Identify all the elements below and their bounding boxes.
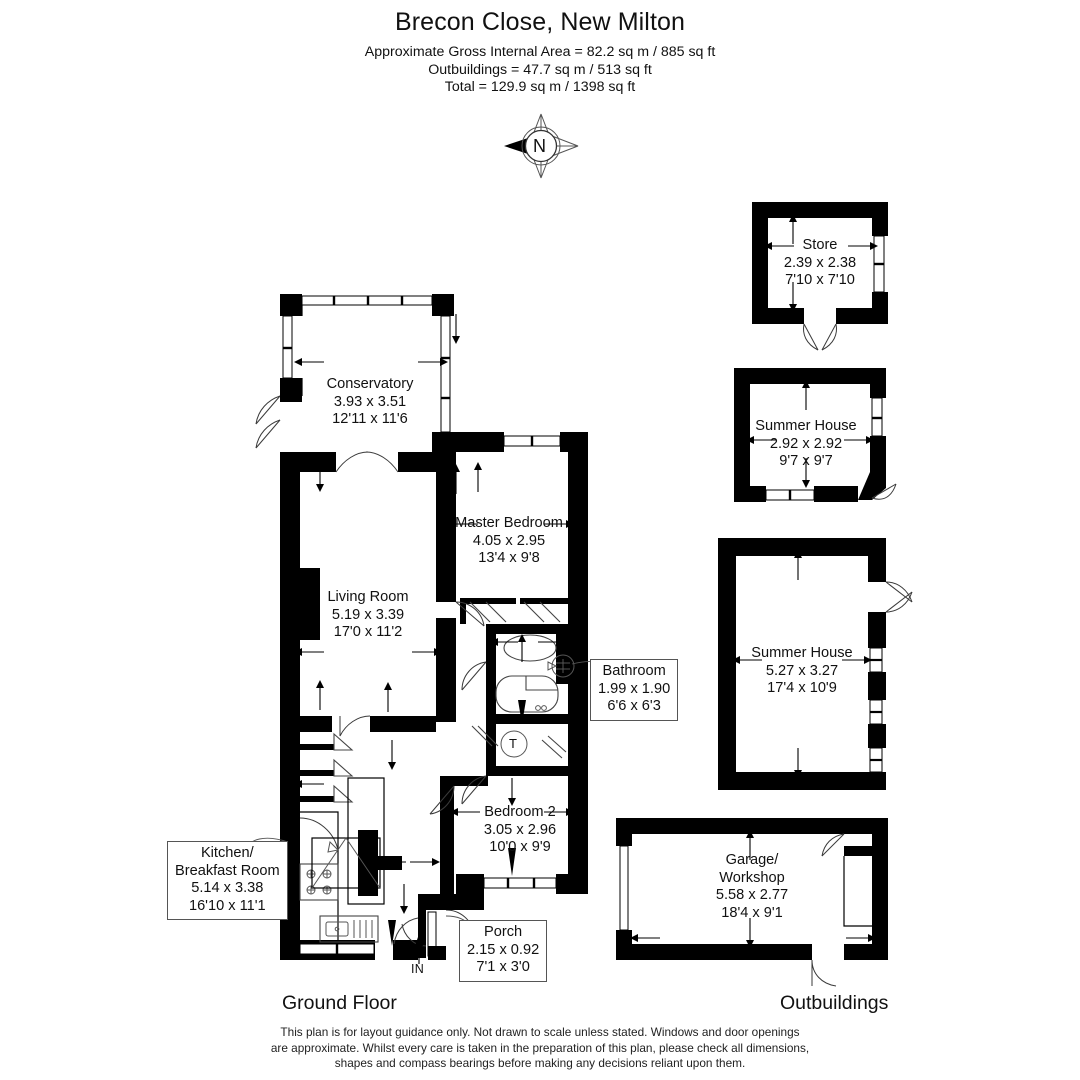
- chimney-breast: [300, 568, 320, 640]
- disclaimer-line-1: This plan is for layout guidance only. N…: [280, 1025, 800, 1039]
- summer-house-large-structure: [718, 538, 913, 790]
- room-label-kitchen: Kitchen/ Breakfast Room 5.14 x 3.38 16'1…: [167, 841, 288, 921]
- ground-floor-caption: Ground Floor: [282, 992, 397, 1014]
- internal-walls: [300, 472, 575, 960]
- compass-rose: [504, 113, 579, 179]
- room-label-store: Store 2.39 x 2.38 7'10 x 7'10: [783, 237, 857, 289]
- room-label-porch: Porch 2.15 x 0.92 7'1 x 3'0: [459, 920, 548, 982]
- room-label-living-room: Living Room 5.19 x 3.39 17'0 x 11'2: [327, 589, 409, 641]
- disclaimer-line-3: shapes and compass bearings before makin…: [334, 1056, 746, 1070]
- store-structure: [752, 202, 888, 351]
- outbuildings-plan: [616, 202, 913, 987]
- summer-house-small-structure: [734, 368, 897, 502]
- room-label-master-bedroom: Master Bedroom 4.05 x 2.95 13'4 x 9'8: [455, 515, 563, 567]
- kitchen-fittings: [299, 732, 385, 944]
- room-label-bathroom: Bathroom 1.99 x 1.90 6'6 x 6'3: [590, 659, 679, 721]
- area-line-total: Total = 129.9 sq m / 1398 sq ft: [444, 79, 636, 95]
- ground-floor-plan: [255, 294, 588, 960]
- garage-workshop-structure: [616, 818, 888, 987]
- house-outer-walls: [280, 432, 588, 960]
- room-label-summer-house-large: Summer House 5.27 x 3.27 17'4 x 10'9: [751, 645, 853, 697]
- entry-marker-label: IN: [411, 962, 425, 976]
- area-summary: Approximate Gross Internal Area = 82.2 s…: [0, 44, 1080, 97]
- area-line-internal: Approximate Gross Internal Area = 82.2 s…: [364, 44, 716, 60]
- room-label-conservatory: Conservatory 3.93 x 3.51 12'11 x 11'6: [326, 376, 414, 428]
- ground-floor-dimension-arrows: [294, 314, 574, 964]
- area-line-outbuilding: Outbuildings = 47.7 sq m / 513 sq ft: [428, 61, 652, 78]
- outbuildings-caption: Outbuildings: [780, 992, 889, 1014]
- room-label-garage-workshop: Garage/ Workshop 5.58 x 2.77 18'4 x 9'1: [715, 852, 789, 921]
- page-title: Brecon Close, New Milton: [394, 8, 685, 36]
- compass-north-label: N: [533, 136, 546, 156]
- room-label-bedroom-2: Bedroom 2 3.05 x 2.96 10'0 x 9'9: [483, 804, 557, 856]
- tank-marker-label: T: [509, 736, 517, 751]
- room-label-summer-house-small: Summer House 2.92 x 2.92 9'7 x 9'7: [755, 418, 857, 470]
- disclaimer-text: This plan is for layout guidance only. N…: [0, 1025, 1080, 1072]
- disclaimer-line-2: are approximate. Whilst every care is ta…: [270, 1040, 810, 1055]
- plan-header: Brecon Close, New Milton Approximate Gro…: [0, 0, 1080, 97]
- conservatory-structure: [255, 294, 454, 454]
